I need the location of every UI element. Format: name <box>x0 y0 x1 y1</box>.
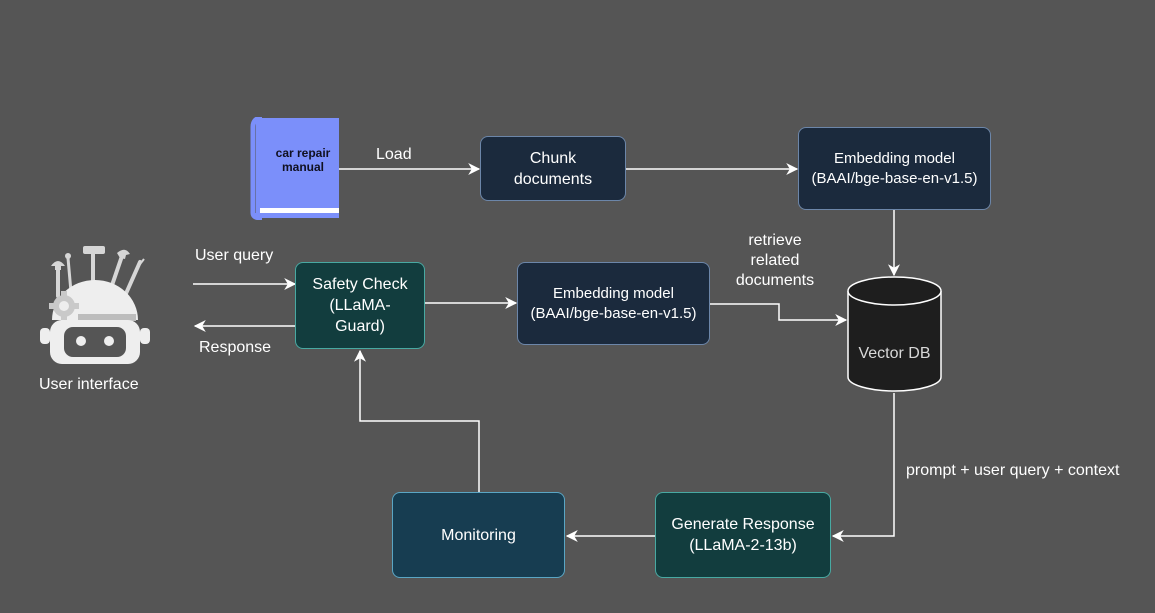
label-retrieve-line3: documents <box>735 272 815 289</box>
safety-line3: Guard) <box>335 318 385 335</box>
monitoring-node[interactable]: Monitoring <box>392 492 565 578</box>
arrow-monitoring-to-safety <box>354 349 480 492</box>
chunk-line2: documents <box>513 170 593 188</box>
label-user-query: User query <box>195 247 274 264</box>
generate-response-node[interactable]: Generate Response (LLaMA-2-13b) <box>655 492 831 578</box>
chunk-documents-node[interactable]: Chunk documents <box>480 136 626 201</box>
safety-line1: Safety Check <box>312 276 408 293</box>
safety-line2: (LLaMA- <box>329 297 391 314</box>
embed-mid-line2: (BAAI/bge-base-en-v1.5) <box>530 304 697 322</box>
chunk-line1: Chunk <box>529 149 577 167</box>
safety-check-node[interactable]: Safety Check (LLaMA- Guard) <box>295 262 425 349</box>
embedding-model-mid-node[interactable]: Embedding model (BAAI/bge-base-en-v1.5) <box>517 262 710 345</box>
label-response: Response <box>199 339 272 356</box>
label-retrieve-line2: related <box>750 252 800 269</box>
vector-db-icon[interactable] <box>846 276 943 393</box>
label-prompt: prompt + user query + context <box>906 462 1120 479</box>
embed-top-line1: Embedding model <box>834 149 955 167</box>
label-retrieve-line1: retrieve <box>748 232 802 249</box>
label-retrieve: retrieve related documents <box>720 231 830 291</box>
book-title: car repair manual <box>269 146 337 174</box>
label-load: Load <box>376 146 412 163</box>
vector-db-label: Vector DB <box>858 345 931 362</box>
arrow-db-to-generate <box>831 393 895 542</box>
embed-mid-line1: Embedding model <box>553 284 674 302</box>
embed-top-line2: (BAAI/bge-base-en-v1.5) <box>811 169 978 187</box>
arrow-retrieve <box>710 303 848 326</box>
embedding-model-top-node[interactable]: Embedding model (BAAI/bge-base-en-v1.5) <box>798 127 991 210</box>
generate-line1: Generate Response <box>671 516 815 533</box>
book-title-line1: car repair <box>275 146 331 160</box>
monitoring-label: Monitoring <box>441 526 516 544</box>
user-interface-label: User interface <box>39 376 139 393</box>
book-title-line2: manual <box>281 160 324 174</box>
robot-icon[interactable] <box>38 244 152 368</box>
book-icon <box>250 117 339 220</box>
generate-line2: (LLaMA-2-13b) <box>689 537 797 554</box>
